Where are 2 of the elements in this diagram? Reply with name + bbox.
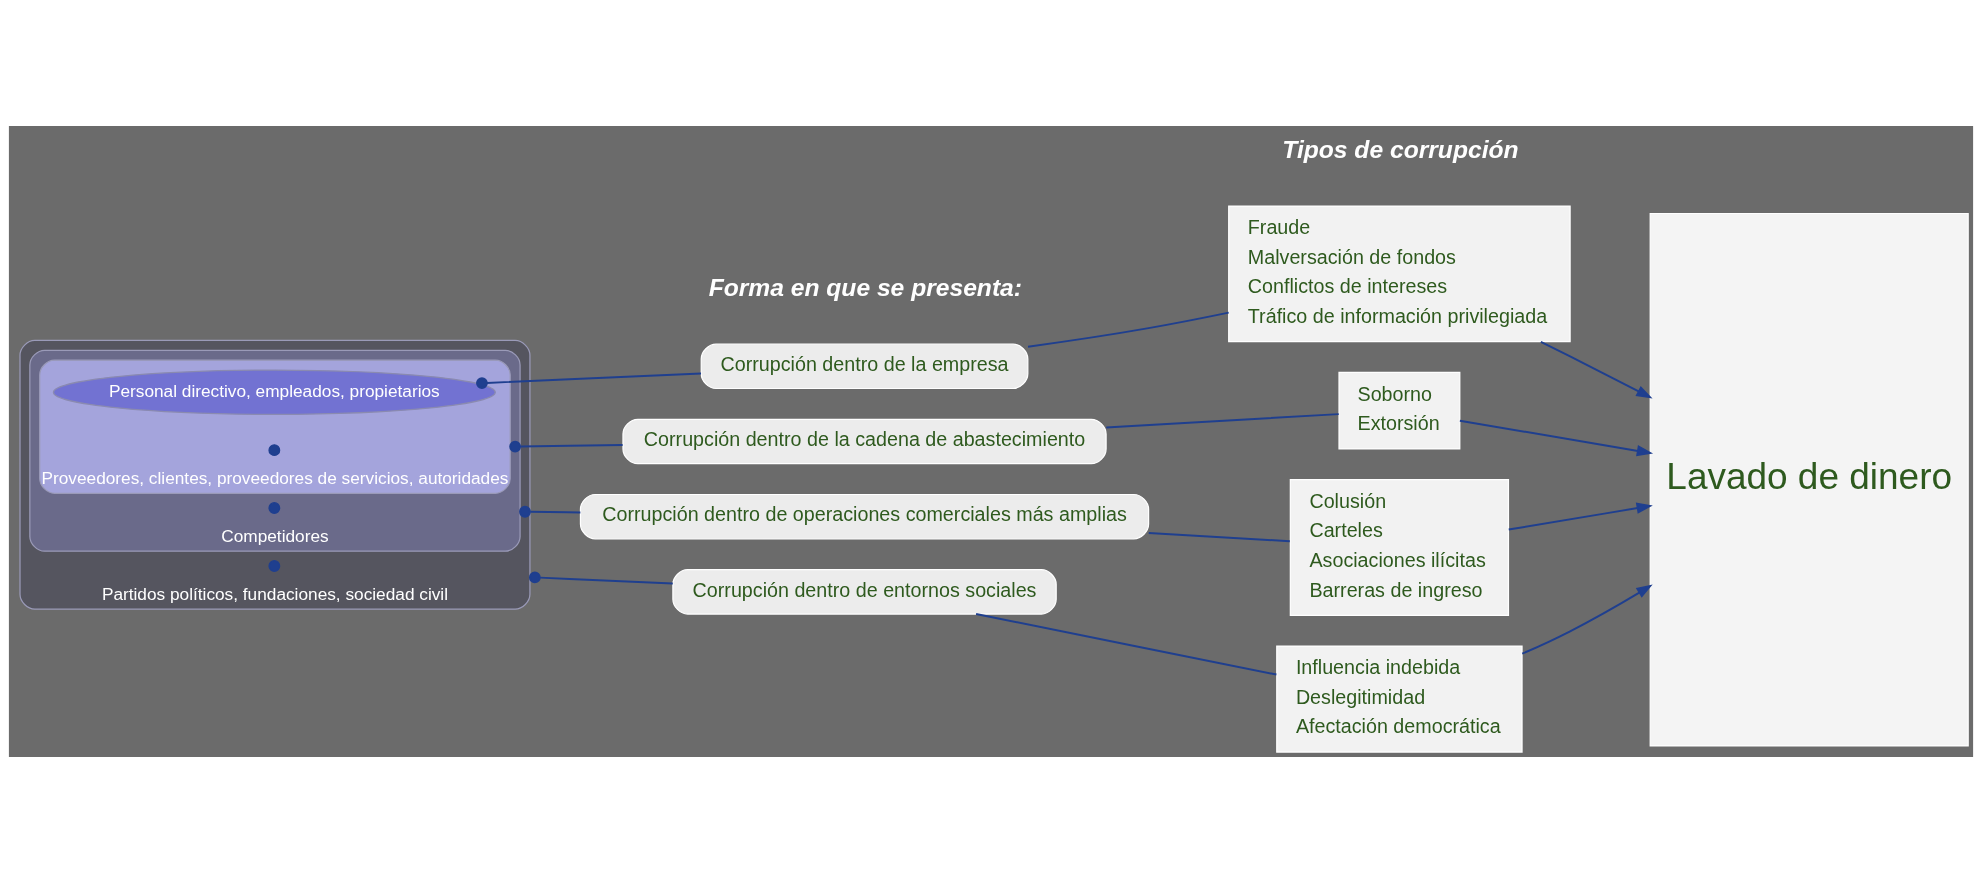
label: Tipos de corrupción bbox=[1282, 136, 1519, 164]
label: Forma en que se presenta: bbox=[708, 274, 1023, 302]
